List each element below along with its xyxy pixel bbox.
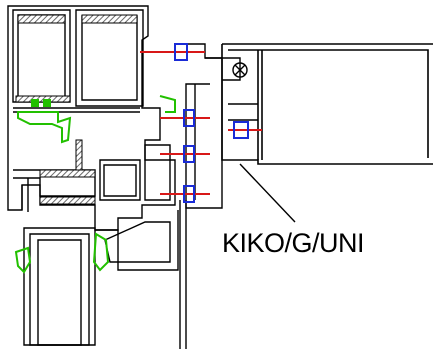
glazing-unit xyxy=(221,43,433,165)
lower-sash xyxy=(23,200,187,349)
callout-label: KIKO/G/UNI xyxy=(222,228,365,258)
callout-leader xyxy=(239,163,296,223)
gasket-icon xyxy=(14,95,176,274)
adapter-profile xyxy=(175,43,248,209)
frame-profile xyxy=(7,5,176,231)
screw-icon xyxy=(140,43,262,203)
